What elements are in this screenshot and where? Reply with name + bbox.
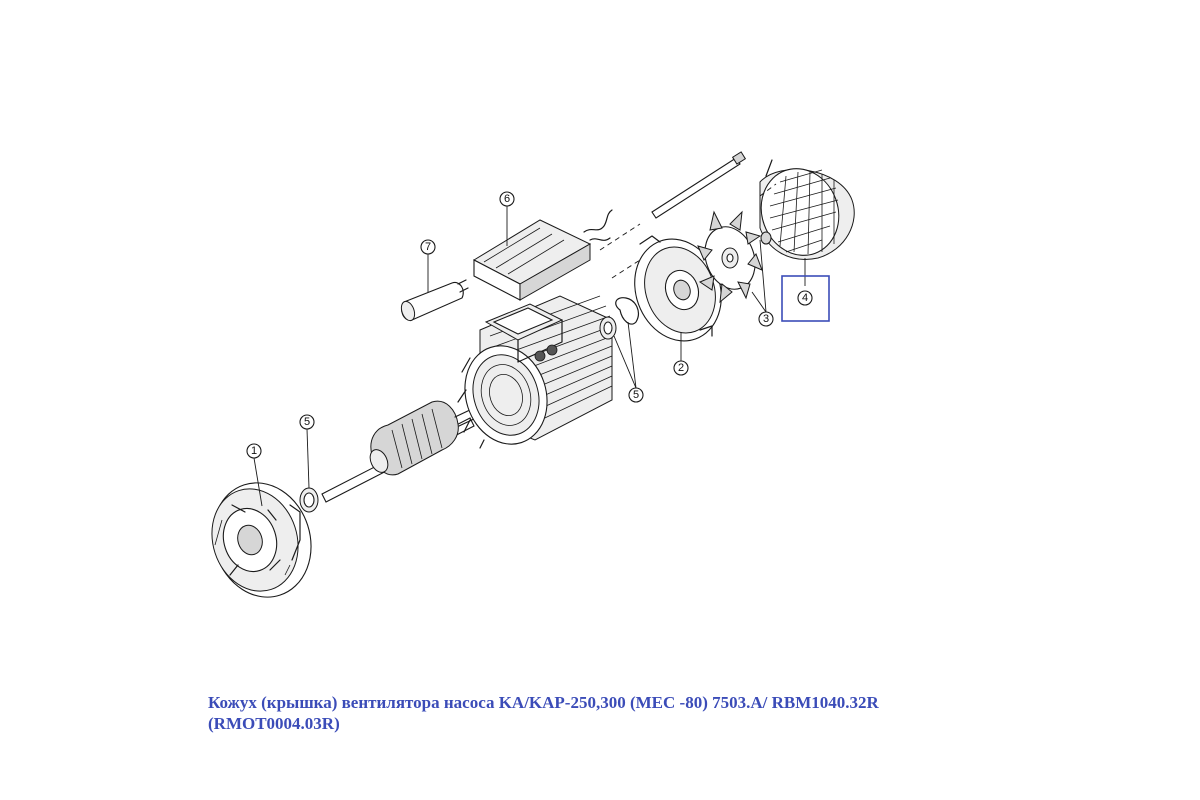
front-bearing <box>299 487 319 513</box>
cooling-fan <box>697 210 763 304</box>
part-caption: Кожух (крышка) вентилятора насоса KA/KAP… <box>208 692 1028 734</box>
callout-6: 6 <box>499 191 515 207</box>
callout-4-label: 4 <box>802 292 808 304</box>
callout-1-label: 1 <box>251 445 257 457</box>
caption-line-1: Кожух (крышка) вентилятора насоса KA/KAP… <box>208 693 879 712</box>
callout-1: 1 <box>246 443 262 459</box>
callout-6-label: 6 <box>504 193 510 205</box>
callout-2: 2 <box>673 360 689 376</box>
caption-line-2: (RMOT0004.03R) <box>208 714 340 733</box>
callout-5-front-label: 5 <box>304 416 310 428</box>
rotor-shaft <box>321 400 477 503</box>
rear-end-shield <box>634 235 722 342</box>
callout-4: 4 <box>781 275 830 322</box>
callout-7-label: 7 <box>425 241 431 253</box>
callout-3: 3 <box>758 311 774 327</box>
callout-5-rear: 5 <box>628 387 644 403</box>
callout-5-front: 5 <box>299 414 315 430</box>
callout-2-label: 2 <box>678 362 684 374</box>
callout-7: 7 <box>420 239 436 255</box>
capacitor <box>400 279 469 322</box>
fan-cover <box>759 168 855 260</box>
callout-5-rear-label: 5 <box>633 389 639 401</box>
rear-bearing <box>599 297 639 340</box>
motor-body <box>457 295 613 449</box>
front-flange <box>211 482 312 598</box>
terminal-box-cover <box>472 209 613 301</box>
highlight-box <box>781 275 830 322</box>
callout-3-label: 3 <box>763 313 769 325</box>
tie-bolt <box>599 151 777 279</box>
leader-lines <box>253 206 806 507</box>
